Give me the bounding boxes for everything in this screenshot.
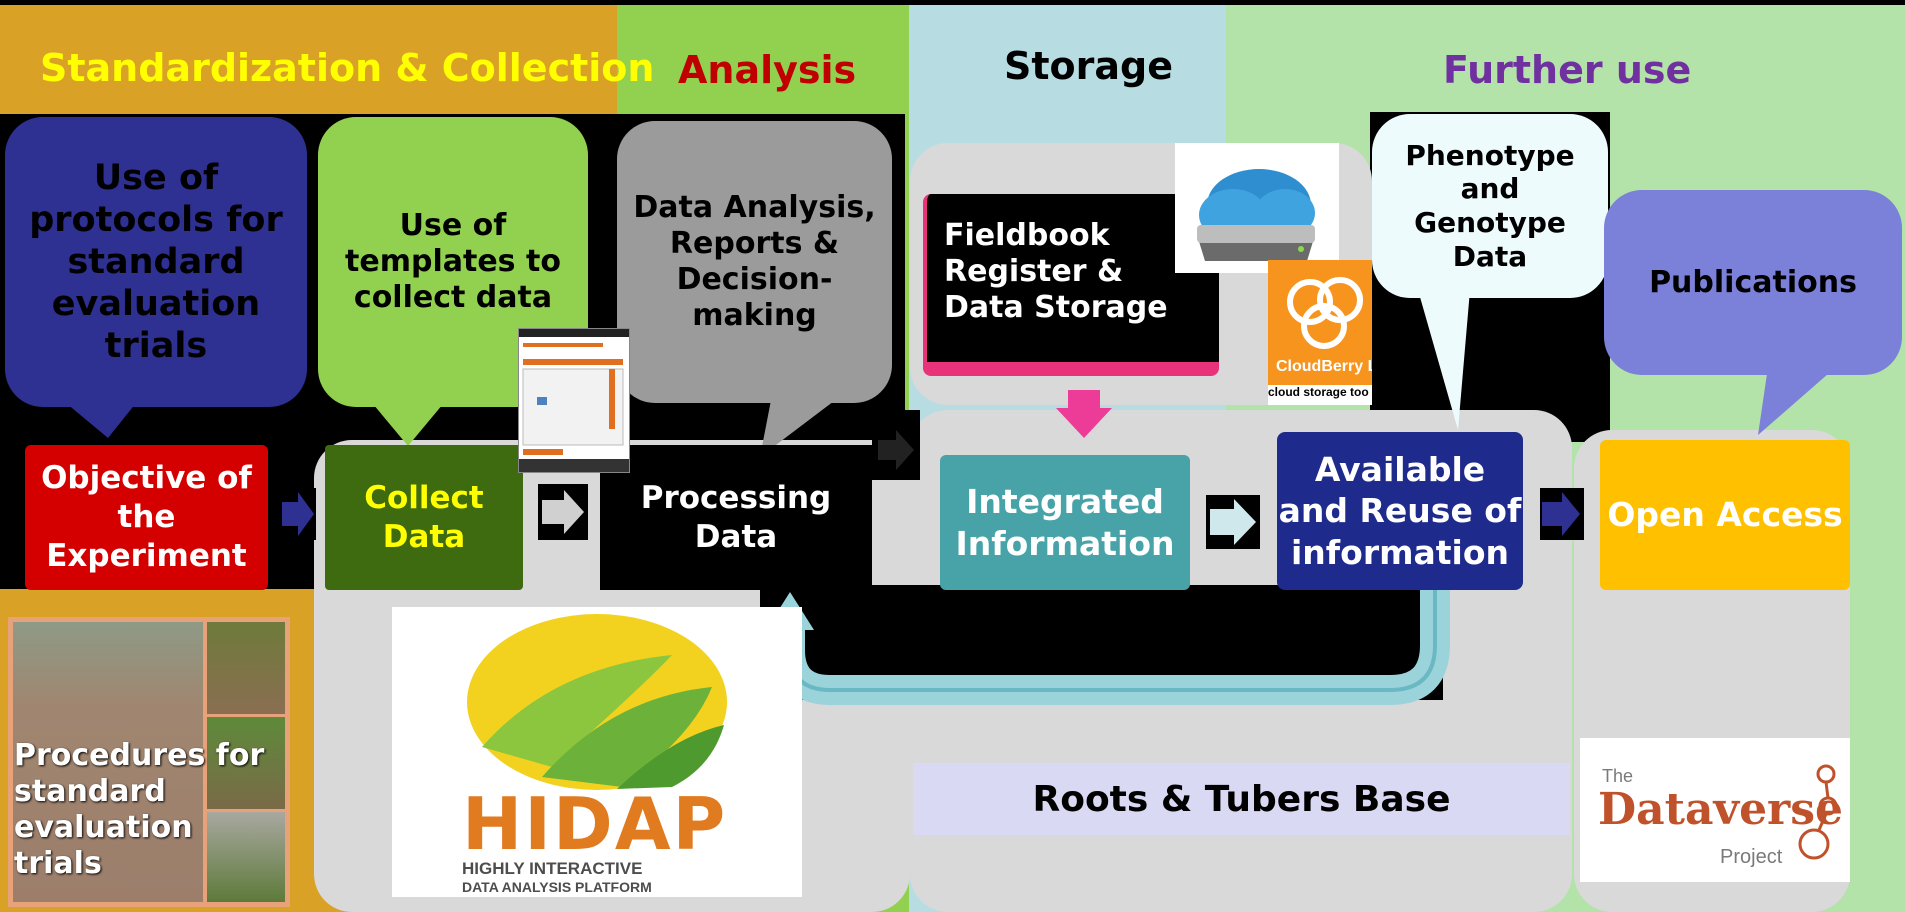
arrow-available-open xyxy=(1540,488,1584,540)
callout-templates-tail xyxy=(368,398,448,446)
callout-publications-text: Publications xyxy=(1649,264,1857,300)
process-open-access-text: Open Access xyxy=(1607,495,1843,535)
cloud-drive-icon xyxy=(1197,169,1315,261)
field-photo-2 xyxy=(207,717,285,809)
process-processing-text: Processing Data xyxy=(640,479,832,555)
fieldbook-text: Fieldbook Register & Data Storage xyxy=(944,218,1168,325)
dataverse-icon xyxy=(1798,764,1838,860)
return-arrow xyxy=(760,590,1450,705)
callout-phenotype: Phenotype and Genotype Data xyxy=(1372,114,1608,298)
fieldbook-box xyxy=(923,194,1219,376)
cloudberry-image: CloudBerry L xyxy=(1268,260,1372,405)
callout-phenotype-tail xyxy=(1410,290,1480,432)
hidap-logo: HIDAP HIGHLY INTERACTIVE DATA ANALYSIS P… xyxy=(392,607,802,897)
process-available-text: Available and Reuse of information xyxy=(1278,450,1522,572)
callout-protocols-text: Use of protocols for standard evaluation… xyxy=(29,158,283,366)
process-collect-text: Collect Data xyxy=(364,479,484,555)
procedures-photo xyxy=(8,617,290,907)
cloud-drive-image xyxy=(1175,143,1339,273)
arrow-collect-processing xyxy=(538,484,588,540)
arrow-processing-right xyxy=(872,410,920,480)
process-available: Available and Reuse of information xyxy=(1277,432,1523,590)
hidap-sub2: DATA ANALYSIS PLATFORM xyxy=(462,879,652,895)
callout-protocols: Use of protocols for standard evaluation… xyxy=(5,117,307,407)
process-objective-text: Objective of the Experiment xyxy=(41,460,252,574)
process-integrated-text: Integrated Information xyxy=(955,482,1175,563)
process-processing: Processing Data xyxy=(600,445,872,590)
callout-publications-tail xyxy=(1758,367,1838,437)
callout-protocols-tail xyxy=(60,398,140,438)
process-open-access: Open Access xyxy=(1600,440,1850,590)
band-title-storage: Storage xyxy=(1004,44,1173,88)
dataverse-project: Project xyxy=(1720,846,1783,868)
dataverse-the: The xyxy=(1602,766,1634,786)
process-collect: Collect Data xyxy=(325,445,523,590)
cloudberry-sub: cloud storage too xyxy=(1268,385,1372,405)
roots-tubers-base: Roots & Tubers Base xyxy=(913,763,1570,835)
band-title-standardization: Standardization & Collection xyxy=(40,46,655,90)
dataverse-name: Dataverse xyxy=(1598,784,1844,835)
field-photo-3 xyxy=(207,812,285,902)
hidap-emblem-icon xyxy=(467,614,727,790)
hidap-logo-text: HIDAP xyxy=(462,782,728,866)
callout-analysis-tail xyxy=(752,395,842,460)
cloudberry-label: CloudBerry L xyxy=(1276,358,1372,375)
phone-screenshot-image xyxy=(518,328,630,473)
callout-publications: Publications xyxy=(1604,190,1902,375)
callout-templates-text: Use of templates to collect data xyxy=(345,208,561,315)
dataverse-logo: The Dataverse Project xyxy=(1580,738,1850,882)
pink-down-arrow xyxy=(1054,390,1114,440)
band-title-analysis: Analysis xyxy=(678,48,857,92)
field-photo-1 xyxy=(207,622,285,714)
hidap-sub1: HIGHLY INTERACTIVE xyxy=(462,859,643,878)
field-photo-main xyxy=(13,622,203,902)
arrow-objective-collect xyxy=(280,488,316,540)
process-objective: Objective of the Experiment xyxy=(25,445,268,590)
callout-templates: Use of templates to collect data xyxy=(318,117,588,407)
process-integrated: Integrated Information xyxy=(940,455,1190,590)
callout-analysis: Data Analysis, Reports & Decision-making xyxy=(617,121,892,403)
band-title-further-use: Further use xyxy=(1443,48,1692,92)
procedures-label: Procedures for standard evaluation trial… xyxy=(14,738,265,881)
arrow-integrated-available xyxy=(1206,495,1260,549)
cloudberry-icon xyxy=(1287,277,1363,349)
callout-phenotype-text: Phenotype and Genotype Data xyxy=(1405,138,1575,273)
roots-tubers-base-text: Roots & Tubers Base xyxy=(1032,778,1451,820)
callout-analysis-text: Data Analysis, Reports & Decision-making xyxy=(633,190,876,333)
